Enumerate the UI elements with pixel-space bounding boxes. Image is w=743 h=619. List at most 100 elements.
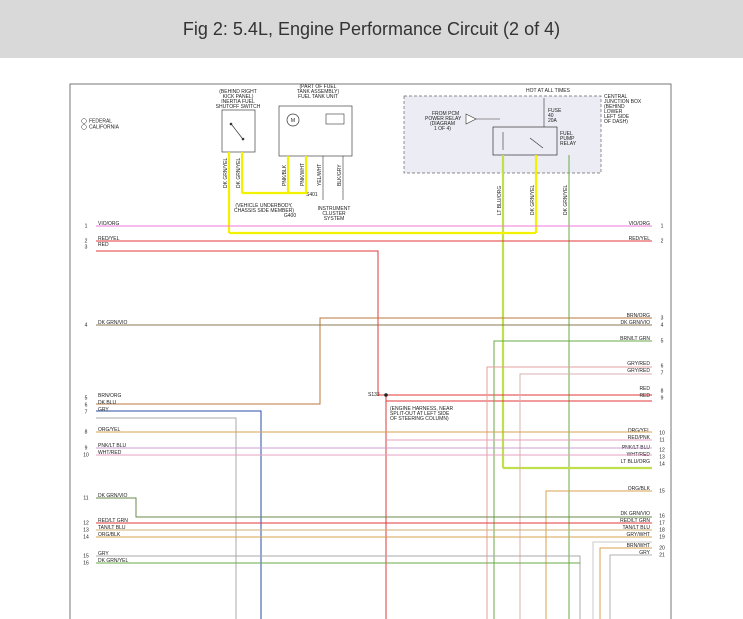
left-pin-number: 9 (85, 446, 88, 452)
inertia-switch-pin (241, 137, 245, 141)
right-pin-label: BRN/ORG (627, 313, 650, 319)
right-pin-number: 19 (659, 535, 665, 541)
left-pin-number: 16 (83, 561, 89, 567)
legend-marker-2 (81, 124, 87, 130)
right-pin-number: 5 (661, 339, 664, 345)
wire-dk-blu (96, 410, 262, 619)
left-pin-label: ORG/BLK (98, 532, 121, 538)
wire-dk-grn-vio-11 (96, 497, 652, 518)
vlabel-pump-c: YEL/WHT (317, 164, 323, 186)
vlabel-relay-b: DK GRN/YEL (530, 184, 536, 215)
left-pin-label: DK GRN/VIO (98, 320, 128, 326)
right-pin-label: GRY/RED (627, 361, 650, 367)
vlabel-relay-c: DK GRN/YEL (563, 184, 569, 215)
right-pin-label: VIO/ORG (629, 221, 651, 227)
svg-text:M: M (291, 118, 295, 124)
vlabel-relay-a: LT BLU/ORG (497, 186, 503, 215)
right-pin-number: 18 (659, 528, 665, 534)
wire-org-blk-15 (545, 490, 652, 619)
right-pin-number: 13 (659, 455, 665, 461)
wire-gry-7 (96, 417, 237, 619)
right-pin-number: 16 (659, 514, 665, 520)
left-pin-number: 10 (83, 453, 89, 459)
left-pin-label: RED/YEL (98, 236, 120, 242)
left-pin-label: DK GRN/VIO (98, 493, 128, 499)
right-pin-label: RED/YEL (629, 236, 651, 242)
right-pin-number: 9 (661, 396, 664, 402)
left-pin-number: 15 (83, 554, 89, 560)
pcm-arrow-icon (465, 113, 477, 125)
left-pin-number: 7 (85, 410, 88, 416)
vlabel-inertia-right: DK GRN/YEL (236, 157, 242, 188)
wire-brn-org (96, 317, 652, 405)
left-pin-number: 1 (85, 224, 88, 230)
vertical-labels: DK GRN/YEL DK GRN/YEL PNK/BLK PNK/WHT YE… (223, 157, 569, 215)
right-pin-number: 3 (661, 316, 664, 322)
wire-red-to-splice (96, 250, 386, 396)
right-pin-label: BRN/WHT (627, 543, 650, 549)
right-pin-number: 20 (659, 546, 665, 552)
right-pin-label: GRY/RED (627, 368, 650, 374)
right-pin-label: LT BLU/ORG (621, 459, 650, 465)
left-pin-label: WHT/RED (98, 450, 122, 456)
right-pin-number: 6 (661, 364, 664, 370)
splice-dot (384, 393, 388, 397)
legend-federal: FEDERAL (89, 119, 112, 125)
right-pin-number: 15 (659, 489, 665, 495)
left-pin-label: VIO/ORG (98, 221, 120, 227)
hot-at-all-times: HOT AT ALL TIMES (526, 88, 571, 94)
left-pin-number: 13 (83, 528, 89, 534)
left-pin-label: DK GRN/YEL (98, 558, 129, 564)
left-pin-number: 14 (83, 535, 89, 541)
left-pin-label: PNK/LT BLU (98, 443, 127, 449)
splice-s133: S133 (368, 392, 380, 398)
interior-routing (96, 250, 652, 619)
wire-gry-wht (592, 541, 652, 619)
right-pin-label: RED/LT GRN (620, 518, 650, 524)
wire-gry-red-6 (486, 366, 652, 619)
left-pin-label: RED (98, 242, 109, 248)
legend-california: CALIFORNIA (89, 125, 120, 131)
wire-red-right-9 (385, 395, 652, 402)
legend-marker-1 (81, 118, 87, 124)
wire-brn-wht (599, 547, 652, 619)
right-pin-number: 1 (661, 224, 664, 230)
right-pin-number: 10 (659, 431, 665, 437)
right-pin-number: 7 (661, 371, 664, 377)
component-drops (227, 152, 652, 619)
left-pin-number: 11 (83, 496, 88, 502)
left-pin-label: RED/LT GRN (98, 518, 128, 524)
right-pin-label: ORG/YEL (628, 428, 650, 434)
left-pin-label: ORG/YEL (98, 427, 120, 433)
relay-contact (529, 137, 544, 149)
inertia-switch-contact (231, 124, 243, 139)
right-pin-label: ORG/BLK (628, 486, 651, 492)
left-pin-label: DK BLU (98, 400, 116, 406)
left-pin-number: 8 (85, 430, 88, 436)
right-pin-number: 17 (659, 521, 665, 527)
right-pin-label: RED/PNK (628, 435, 651, 441)
right-pin-label: RED (639, 393, 650, 399)
right-pin-label: RED (639, 386, 650, 392)
left-pin-number: 6 (85, 403, 88, 409)
wire-ground-loop (242, 156, 308, 195)
vlabel-pump-b: PNK/WHT (300, 163, 306, 186)
figure-caption: Fig 2: 5.4L, Engine Performance Circuit … (0, 0, 743, 58)
inertia-switch-pin (229, 122, 233, 126)
right-pin-label: GRY/WHT (626, 532, 650, 538)
fuel-pump-motor-icon (286, 113, 300, 127)
left-pin-label: BRN/ORG (98, 393, 121, 399)
harness-wires (96, 225, 652, 564)
right-pin-number: 4 (661, 323, 664, 329)
left-pin-label: TAN/LT BLU (98, 525, 126, 531)
wire-gry-red-7 (519, 373, 652, 619)
right-pin-label: DK GRN/VIO (621, 320, 651, 326)
right-pin-number: 21 (659, 553, 665, 559)
left-pin-number: 3 (85, 245, 88, 251)
